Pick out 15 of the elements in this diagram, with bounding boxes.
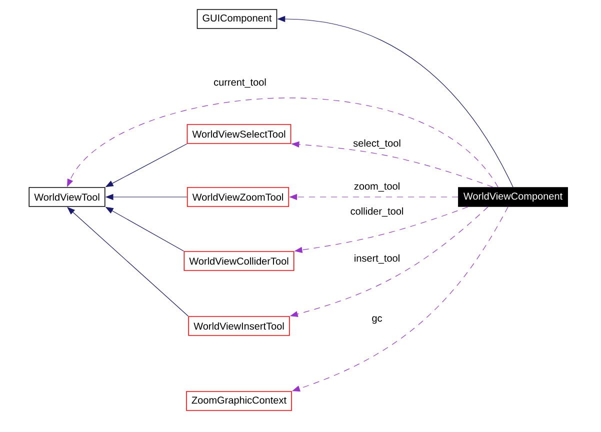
class-box: WorldViewComponent [458,187,568,207]
class-box: WorldViewInsertTool [188,316,290,336]
class-box: WorldViewSelectTool [186,124,292,144]
class-box: WorldViewColliderTool [184,251,294,271]
edge-label: gc [370,315,384,325]
edge-label: current_tool [212,77,268,89]
edge-label: zoom_tool [352,181,402,193]
class-box: GUIComponent [196,9,278,29]
edge-label: collider_tool [349,206,405,218]
class-box: WorldViewTool [28,187,106,207]
edge-label: select_tool [352,138,402,150]
class-box: ZoomGraphicContext [186,391,292,411]
class-box: WorldViewZoomTool [186,187,290,207]
arrow [67,98,498,188]
edge-label: insert_tool [352,253,402,265]
